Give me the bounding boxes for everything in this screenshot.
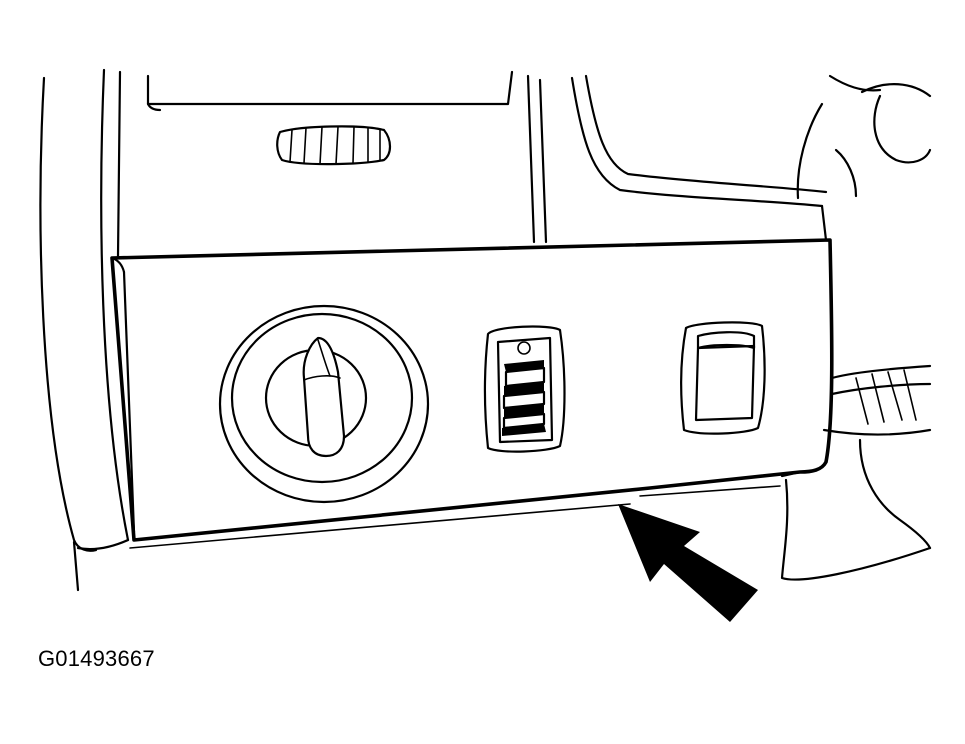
- pointer-arrow-icon: [618, 504, 758, 622]
- steering-column: [780, 74, 932, 581]
- upper-thumbwheel: [276, 125, 392, 166]
- left-dash-trim: [39, 68, 130, 592]
- panel-dimmer-thumbwheel: [483, 325, 566, 453]
- switch-panel-bezel: [110, 238, 834, 549]
- headlamp-rotary-switch: [218, 304, 430, 504]
- right-console-upper: [570, 74, 828, 242]
- rocker-switch: [680, 321, 766, 435]
- figure-id-label: G01493667: [38, 646, 155, 671]
- upper-cluster-housing: [116, 70, 548, 258]
